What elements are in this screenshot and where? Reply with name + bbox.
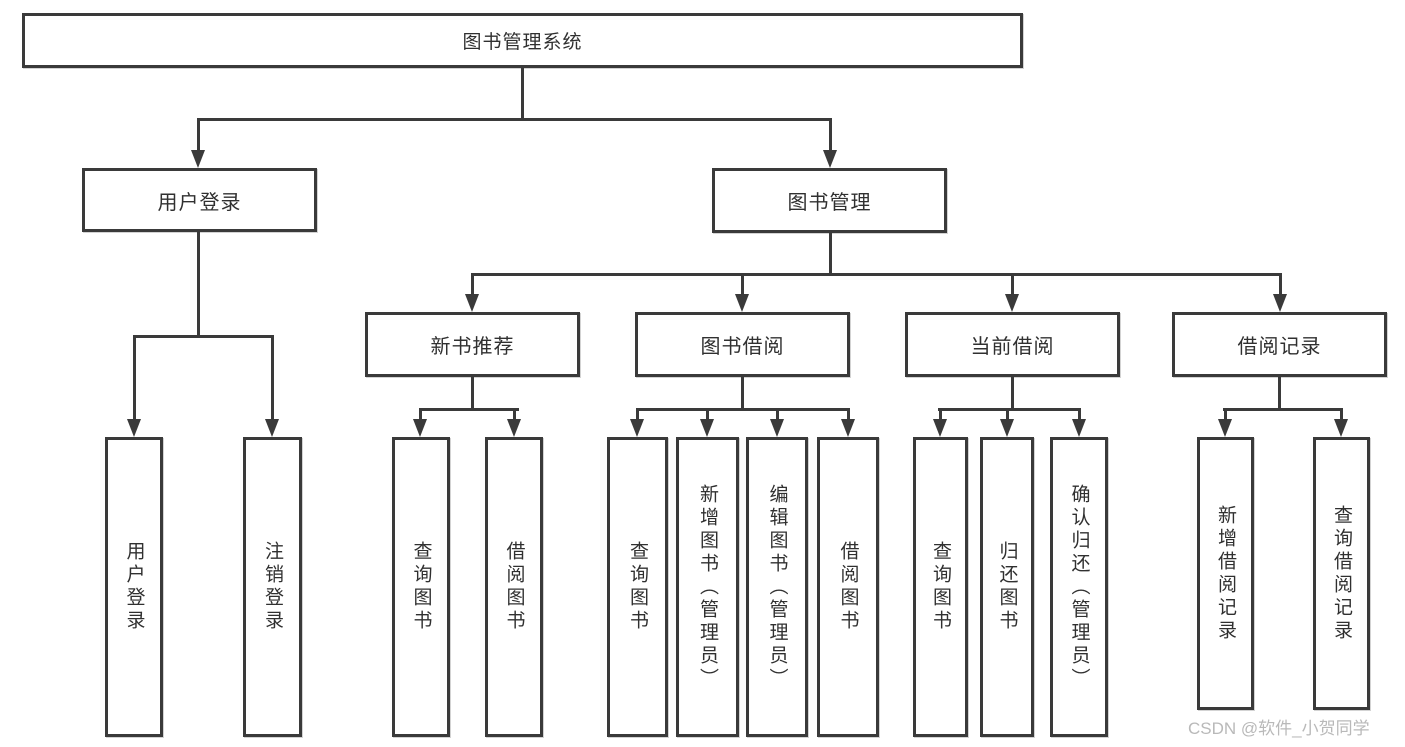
connector-line: [197, 232, 200, 335]
leaf-records-query-record: 查询借阅记录: [1313, 437, 1370, 710]
arrowhead: [1334, 408, 1348, 437]
connector-line: [419, 408, 519, 411]
arrowhead: [265, 335, 279, 437]
connector-line: [1223, 408, 1342, 411]
connector-line: [741, 377, 744, 408]
connector-line: [1278, 377, 1281, 408]
leaf-borrow-edit-book-admin: 编辑图书（管理员）: [746, 437, 808, 737]
leaf-records-add-record: 新增借阅记录: [1197, 437, 1254, 710]
connector-line: [471, 377, 474, 408]
arrowhead: [465, 273, 479, 312]
arrowhead: [933, 408, 947, 437]
arrowhead: [770, 408, 784, 437]
node-borrow-records: 借阅记录: [1172, 312, 1387, 377]
connector-line: [1011, 377, 1014, 408]
leaf-current-return-book: 归还图书: [980, 437, 1034, 737]
arrowhead: [507, 408, 521, 437]
connector-line: [197, 118, 832, 121]
leaf-logout: 注销登录: [243, 437, 302, 737]
leaf-newbook-borrow-book: 借阅图书: [485, 437, 543, 737]
leaf-newbook-query-book: 查询图书: [392, 437, 450, 737]
arrowhead: [841, 408, 855, 437]
leaf-borrow-borrow-book: 借阅图书: [817, 437, 879, 737]
arrowhead: [1072, 408, 1086, 437]
arrowhead: [630, 408, 644, 437]
leaf-current-query-book: 查询图书: [913, 437, 968, 737]
arrowhead: [1273, 273, 1287, 312]
arrowhead: [735, 273, 749, 312]
connector-line: [636, 408, 849, 411]
arrowhead: [700, 408, 714, 437]
node-book-borrow: 图书借阅: [635, 312, 850, 377]
connector-line: [133, 335, 274, 338]
node-user-login: 用户登录: [82, 168, 317, 232]
node-root: 图书管理系统: [22, 13, 1023, 68]
node-current-borrow: 当前借阅: [905, 312, 1120, 377]
arrowhead: [191, 118, 205, 168]
leaf-current-confirm-return-admin: 确认归还（管理员）: [1050, 437, 1108, 737]
arrowhead: [1005, 273, 1019, 312]
arrowhead: [1218, 408, 1232, 437]
leaf-user-login: 用户登录: [105, 437, 163, 737]
arrowhead: [127, 335, 141, 437]
leaf-borrow-add-book-admin: 新增图书（管理员）: [676, 437, 739, 737]
connector-line: [938, 408, 1080, 411]
node-new-book-recommend: 新书推荐: [365, 312, 580, 377]
node-book-management: 图书管理: [712, 168, 947, 233]
connector-line: [471, 273, 1281, 276]
arrowhead: [823, 118, 837, 168]
connector-line: [521, 68, 524, 118]
csdn-watermark: CSDN @软件_小贺同学: [1188, 719, 1370, 738]
arrowhead: [1000, 408, 1014, 437]
leaf-borrow-query-book: 查询图书: [607, 437, 668, 737]
connector-line: [829, 233, 832, 273]
arrowhead: [413, 408, 427, 437]
